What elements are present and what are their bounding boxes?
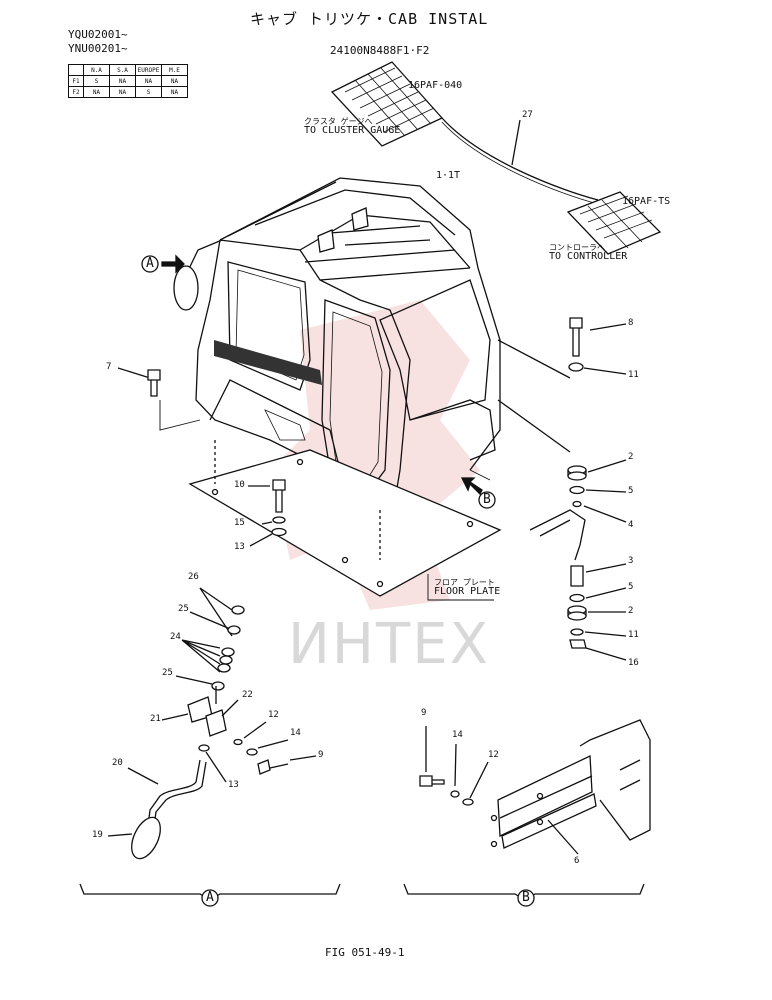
- washer-15: [261, 516, 286, 525]
- washer-11-lower: [570, 628, 627, 637]
- callout-21: 21: [150, 714, 161, 724]
- cab-part-label: 1·1T: [436, 170, 461, 181]
- callout-12: 12: [268, 710, 279, 720]
- section-b-marker-bottom: [517, 889, 535, 907]
- callout-11: 11: [628, 370, 639, 380]
- section-b-letter-top: B: [483, 492, 491, 507]
- callout-16: 16: [628, 658, 639, 668]
- serial-range-1: YQU02001~: [68, 28, 128, 41]
- section-a-letter-bottom: A: [206, 890, 214, 905]
- diagram-title: キャブ トリツケ・CAB INSTAL: [250, 10, 489, 28]
- connector-label-16paf-ts: 16PAF-TS: [622, 196, 671, 207]
- rubber-mount-2-upper: [567, 459, 627, 481]
- nut-16: [569, 639, 627, 661]
- floor-plate-label-jp: フロア プレート: [434, 578, 495, 587]
- assembly-part-number: 24100N8488F1·F2: [330, 44, 430, 57]
- callout-24: 24: [170, 632, 181, 642]
- callout-27: 27: [522, 110, 533, 120]
- watermark-text: ИНТЕХ: [288, 612, 490, 677]
- callout-7: 7: [106, 362, 112, 372]
- callout-5b: 5: [628, 582, 634, 592]
- table-row: F2 NA NA S NA: [68, 86, 188, 98]
- bolt-8: [569, 317, 627, 357]
- callout-14: 14: [290, 728, 301, 738]
- callout-2b: 2: [628, 606, 634, 616]
- cluster-gauge-label-jp: クラスタ ゲージへ: [304, 117, 373, 126]
- callout-13: 13: [234, 542, 245, 552]
- callout-26: 26: [188, 572, 199, 582]
- callout-3: 3: [628, 556, 634, 566]
- washer-13-upper: [249, 527, 287, 547]
- callout-25: 25: [178, 604, 189, 614]
- callout-22: 22: [242, 690, 253, 700]
- region-spec-table: N.A S.A EUROPE M.E F1 S NA NA NA F2 NA N…: [68, 64, 188, 98]
- connector-label-16paf-040: 16PAF-040: [408, 80, 463, 91]
- floor-plate-label: FLOOR PLATE: [434, 586, 501, 597]
- rubber-mount-2-lower: [567, 605, 626, 621]
- callout-14b: 14: [452, 730, 463, 740]
- callout-15: 15: [234, 518, 245, 528]
- cab-body: [173, 177, 501, 511]
- bolt-7: [147, 369, 161, 397]
- figure-number: FIG 051-49-1: [325, 946, 405, 959]
- callout-5: 5: [628, 486, 634, 496]
- mirror-assembly-a: [107, 587, 317, 860]
- callout-20: 20: [112, 758, 123, 768]
- table-cell: NA: [161, 86, 188, 98]
- washer-5-lower: [569, 587, 627, 603]
- wire-harness-27: [441, 117, 599, 201]
- seal-assembly-b: [419, 719, 651, 855]
- controller-label: TO CONTROLLER: [549, 251, 628, 262]
- table-cell: S: [135, 86, 162, 98]
- section-b-marker-top: [478, 491, 496, 509]
- connector-16paf-040: [330, 61, 444, 147]
- washer-11-upper: [568, 362, 627, 375]
- controller-label-jp: コントローラへ: [549, 243, 605, 252]
- section-a-marker-bottom: [201, 889, 219, 907]
- callout-9b: 9: [421, 708, 427, 718]
- callout-9: 9: [318, 750, 324, 760]
- callout-25b: 25: [162, 668, 173, 678]
- callout-10: 10: [234, 480, 245, 490]
- callout-4: 4: [628, 520, 634, 530]
- callout-12b: 12: [488, 750, 499, 760]
- callout-13b: 13: [228, 780, 239, 790]
- section-b-letter-bottom: B: [522, 890, 530, 905]
- mount-plate-4: [529, 500, 627, 561]
- collar-3: [570, 563, 627, 587]
- callout-8: 8: [628, 318, 634, 328]
- section-a-marker-top: [141, 255, 159, 273]
- callout-19: 19: [92, 830, 103, 840]
- serial-range-2: YNU00201~: [68, 42, 128, 55]
- connector-16paf-ts: [566, 191, 662, 255]
- washer-5-upper: [569, 485, 627, 495]
- callout-11b: 11: [628, 630, 639, 640]
- cluster-gauge-label: TO CLUSTER GAUGE: [304, 125, 401, 136]
- bolt-10: [248, 479, 286, 513]
- section-a-letter-top: A: [146, 256, 154, 271]
- callout-6: 6: [574, 856, 580, 866]
- callout-2: 2: [628, 452, 634, 462]
